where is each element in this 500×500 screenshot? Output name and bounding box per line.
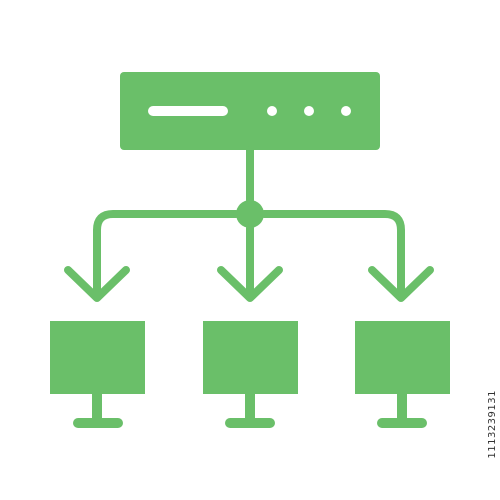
server-slot <box>148 106 228 116</box>
server-light <box>267 106 277 116</box>
monitor-icon-center <box>203 321 298 428</box>
monitor-icon-right <box>355 321 450 428</box>
server-light <box>341 106 351 116</box>
server-icon <box>120 72 380 150</box>
right-branch <box>260 210 405 300</box>
connector-lines <box>64 146 434 302</box>
hub-node <box>236 200 264 228</box>
arrow-down-icon <box>217 266 283 302</box>
arrow-down-icon <box>64 266 130 302</box>
arrow-down-icon <box>368 266 434 302</box>
monitor-icon-left <box>50 321 145 428</box>
left-branch <box>93 210 240 300</box>
watermark-id: 1113239131 <box>487 390 498 459</box>
server-light <box>304 106 314 116</box>
